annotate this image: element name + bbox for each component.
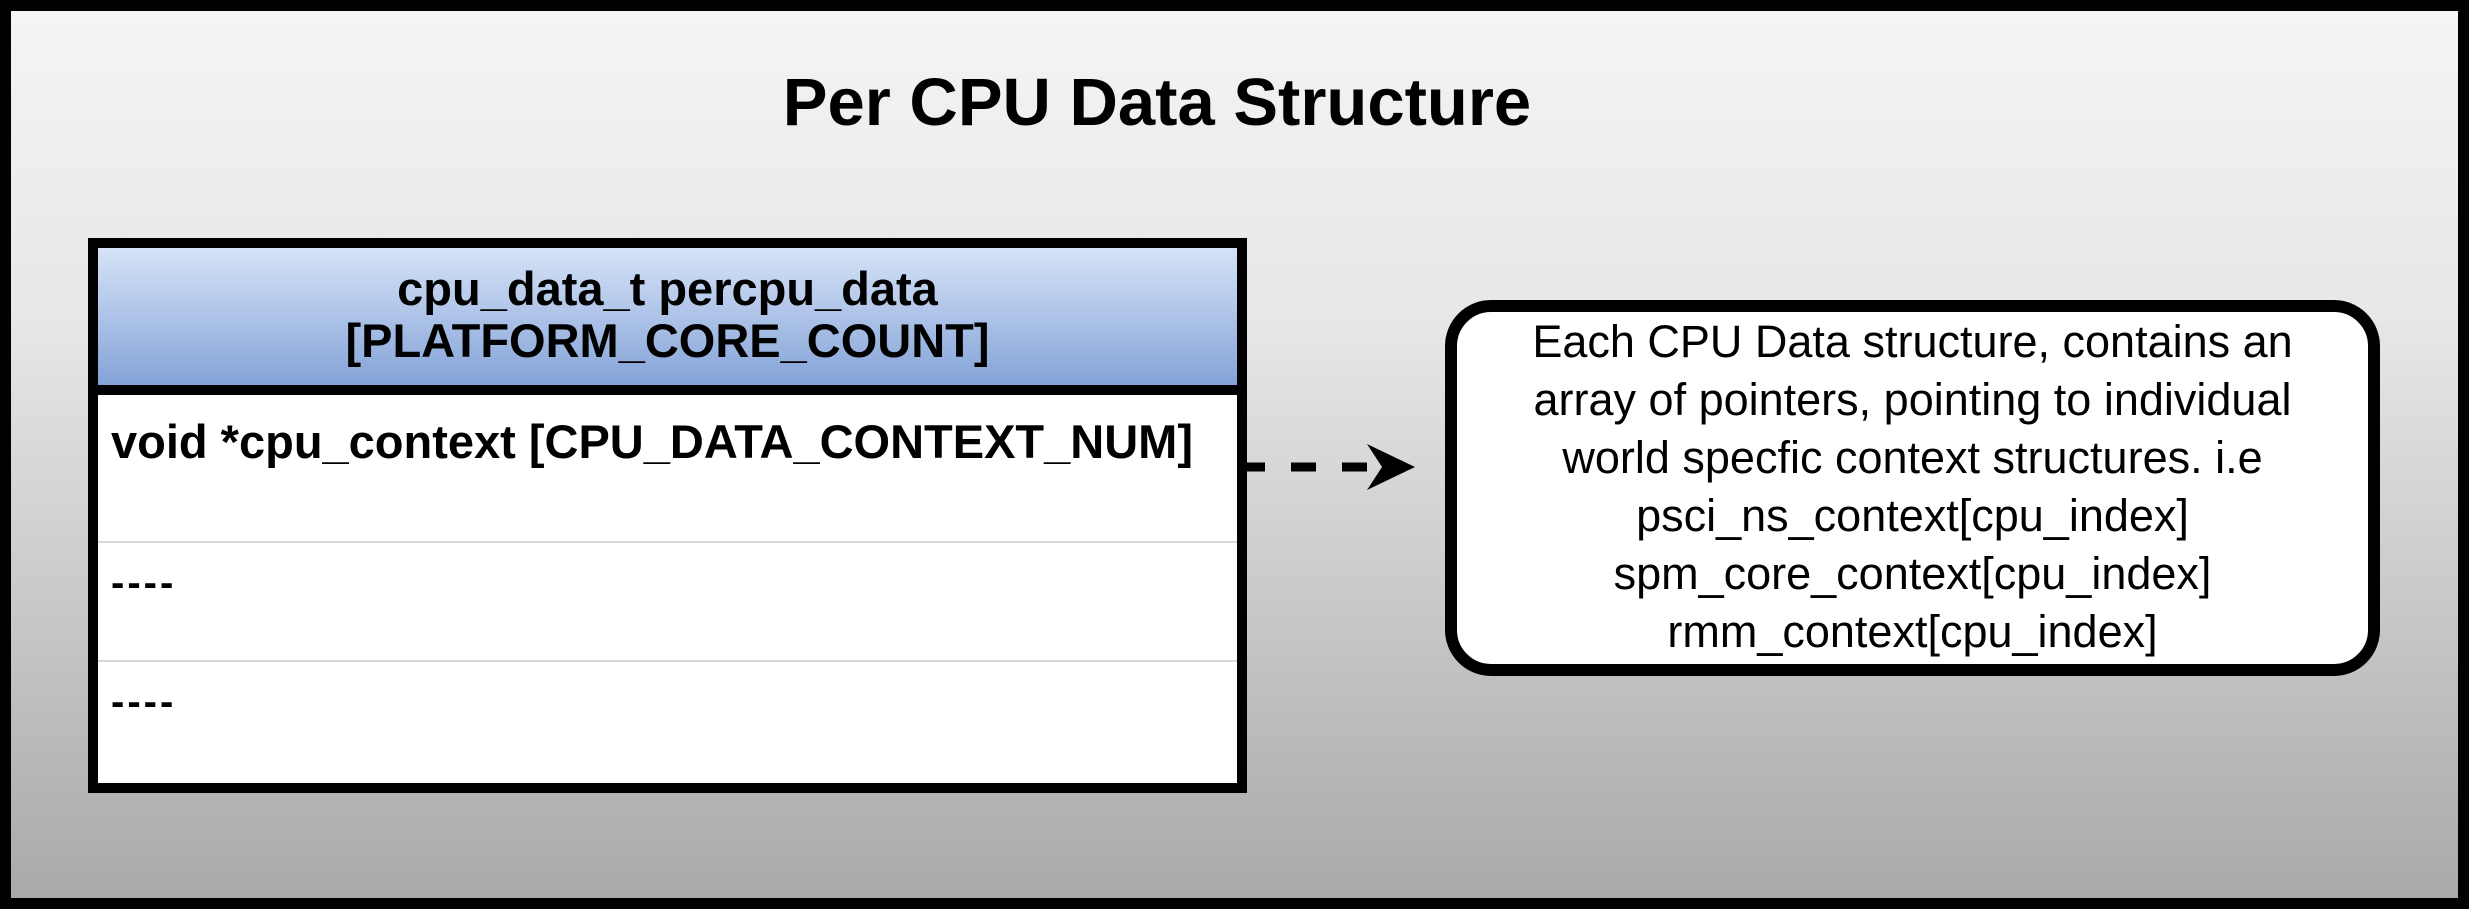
table-row: ---- <box>98 543 1237 662</box>
table-header-line2: [PLATFORM_CORE_COUNT] <box>345 314 990 367</box>
table-row: ---- <box>98 662 1237 783</box>
table-header: cpu_data_t percpu_data [PLATFORM_CORE_CO… <box>98 248 1237 395</box>
annotation-line: world specfic context structures. i.e <box>1562 432 2263 483</box>
dashed-arrow-icon <box>1240 444 1415 490</box>
annotation-line: psci_ns_context[cpu_index] <box>1636 490 2189 541</box>
arrow-head-icon <box>1367 444 1415 490</box>
table-row: void *cpu_context [CPU_DATA_CONTEXT_NUM] <box>98 395 1237 543</box>
annotation-line: spm_core_context[cpu_index] <box>1613 548 2212 599</box>
page-title: Per CPU Data Structure <box>782 65 1532 140</box>
table-row-text: ---- <box>111 680 177 724</box>
annotation-line: Each CPU Data structure, contains an <box>1532 316 2293 367</box>
table-row-text: ---- <box>111 561 177 605</box>
table-header-line1: cpu_data_t percpu_data <box>397 262 938 315</box>
annotation-line: rmm_context[cpu_index] <box>1667 606 2158 657</box>
annotation-line: array of pointers, pointing to individua… <box>1533 374 2292 425</box>
annotation-box: Each CPU Data structure, contains an arr… <box>1445 300 2380 676</box>
table-row-text: void *cpu_context [CPU_DATA_CONTEXT_NUM] <box>111 415 1193 468</box>
cpu-data-table: cpu_data_t percpu_data [PLATFORM_CORE_CO… <box>88 238 1247 793</box>
